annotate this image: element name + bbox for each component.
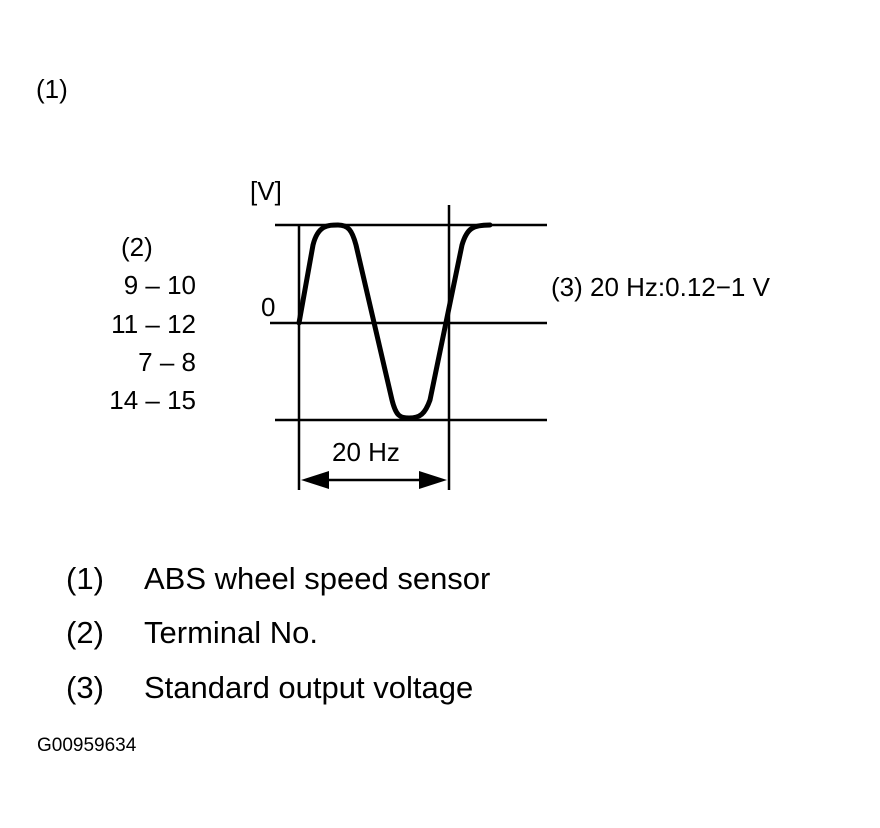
terminals-heading: (2): [121, 232, 153, 262]
sine-waveform: [296, 222, 493, 421]
legend-number: (3): [66, 670, 104, 705]
period-arrow-left-head: [301, 471, 329, 489]
output-voltage-spec: (3) 20 Hz:0.12−1 V: [551, 272, 770, 302]
legend-item: (3) Standard output voltage: [66, 670, 473, 706]
terminal-pair: 14 – 15: [109, 385, 196, 415]
terminal-pair: 7 – 8: [138, 347, 196, 377]
legend-text: Standard output voltage: [144, 670, 474, 705]
y-unit-label: [V]: [250, 176, 282, 206]
terminal-pair: 9 – 10: [123, 270, 196, 300]
zero-label: 0: [261, 292, 276, 322]
legend-item: (1) ABS wheel speed sensor: [66, 561, 490, 597]
period-arrow-right-head: [419, 471, 447, 489]
figure-id: G00959634: [37, 735, 137, 756]
figure-label: (1): [36, 74, 68, 104]
legend-number: (1): [66, 561, 104, 596]
terminal-pair: 11 – 12: [111, 309, 196, 339]
period-label: 20 Hz: [332, 437, 400, 467]
legend-text: Terminal No.: [144, 615, 318, 650]
legend-text: ABS wheel speed sensor: [144, 561, 491, 596]
legend-item: (2) Terminal No.: [66, 615, 318, 651]
legend-number: (2): [66, 615, 104, 650]
